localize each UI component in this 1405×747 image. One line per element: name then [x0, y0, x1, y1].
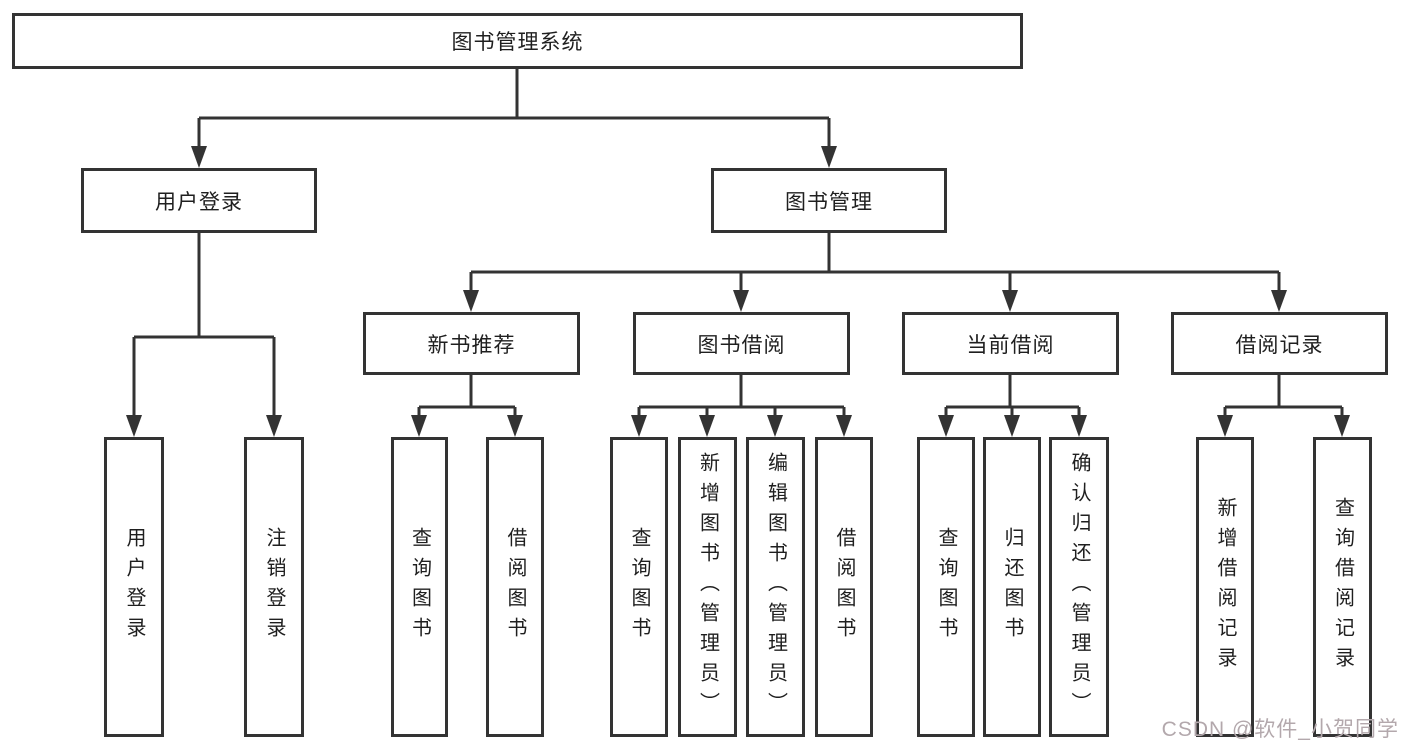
- leaf-recommend-query-books-label: 查询图书: [408, 527, 431, 647]
- node-book-management: 图书管理: [711, 168, 947, 233]
- leaf-return-books-label: 归还图书: [1001, 527, 1023, 647]
- leaf-recommend-borrow-books-label: 借阅图书: [504, 527, 526, 647]
- leaf-query-borrow-record-label: 查询借阅记录: [1331, 497, 1354, 677]
- leaf-add-books-admin-label: 新增图书（管理员）: [696, 452, 719, 722]
- leaf-edit-books-admin-label: 编辑图书（管理员）: [764, 452, 787, 722]
- leaf-add-borrow-record: 新增借阅记录: [1196, 437, 1254, 737]
- leaf-logout: 注销登录: [244, 437, 304, 737]
- node-book-borrow: 图书借阅: [633, 312, 850, 375]
- node-new-book-recommend: 新书推荐: [363, 312, 580, 375]
- leaf-borrow-query-books: 查询图书: [610, 437, 668, 737]
- leaf-current-query-books-label: 查询图书: [935, 527, 957, 647]
- leaf-borrow-books: 借阅图书: [815, 437, 873, 737]
- leaf-return-books: 归还图书: [983, 437, 1041, 737]
- leaf-recommend-borrow-books: 借阅图书: [486, 437, 544, 737]
- node-library-system: 图书管理系统: [12, 13, 1023, 69]
- leaf-borrow-query-books-label: 查询图书: [628, 527, 650, 647]
- leaf-confirm-return-admin: 确认归还（管理员）: [1049, 437, 1109, 737]
- leaf-logout-label: 注销登录: [263, 527, 285, 647]
- leaf-user-login: 用户登录: [104, 437, 164, 737]
- node-user-login: 用户登录: [81, 168, 317, 233]
- leaf-recommend-query-books: 查询图书: [391, 437, 448, 737]
- leaf-confirm-return-admin-label: 确认归还（管理员）: [1068, 452, 1090, 722]
- leaf-add-borrow-record-label: 新增借阅记录: [1214, 497, 1236, 677]
- leaf-user-login-label: 用户登录: [123, 527, 145, 647]
- node-borrow-records: 借阅记录: [1171, 312, 1388, 375]
- leaf-add-books-admin: 新增图书（管理员）: [678, 437, 737, 737]
- leaf-query-borrow-record: 查询借阅记录: [1313, 437, 1372, 737]
- leaf-borrow-books-label: 借阅图书: [833, 527, 855, 647]
- leaf-current-query-books: 查询图书: [917, 437, 975, 737]
- leaf-edit-books-admin: 编辑图书（管理员）: [746, 437, 805, 737]
- csdn-watermark: CSDN @软件_小贺同学: [1161, 718, 1399, 741]
- node-current-borrow: 当前借阅: [902, 312, 1119, 375]
